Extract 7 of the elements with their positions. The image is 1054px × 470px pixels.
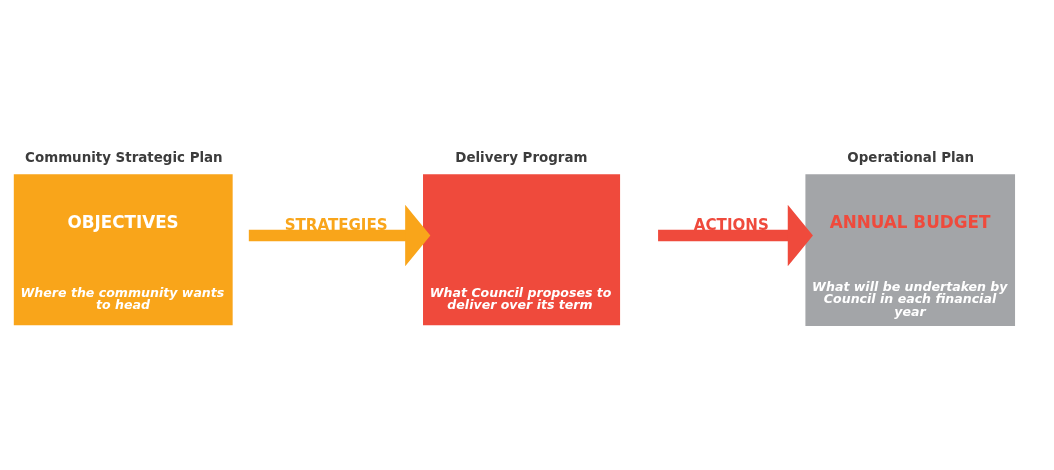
node-label: Community Strategic Plan [25,149,223,165]
edge-label: STRATEGIES [284,215,388,234]
arrow [248,204,431,266]
arrow [658,204,813,266]
node-label: Delivery Program [455,149,588,165]
edge-label: ACTIONS [693,215,769,234]
node-label: Operational Plan [847,149,975,165]
